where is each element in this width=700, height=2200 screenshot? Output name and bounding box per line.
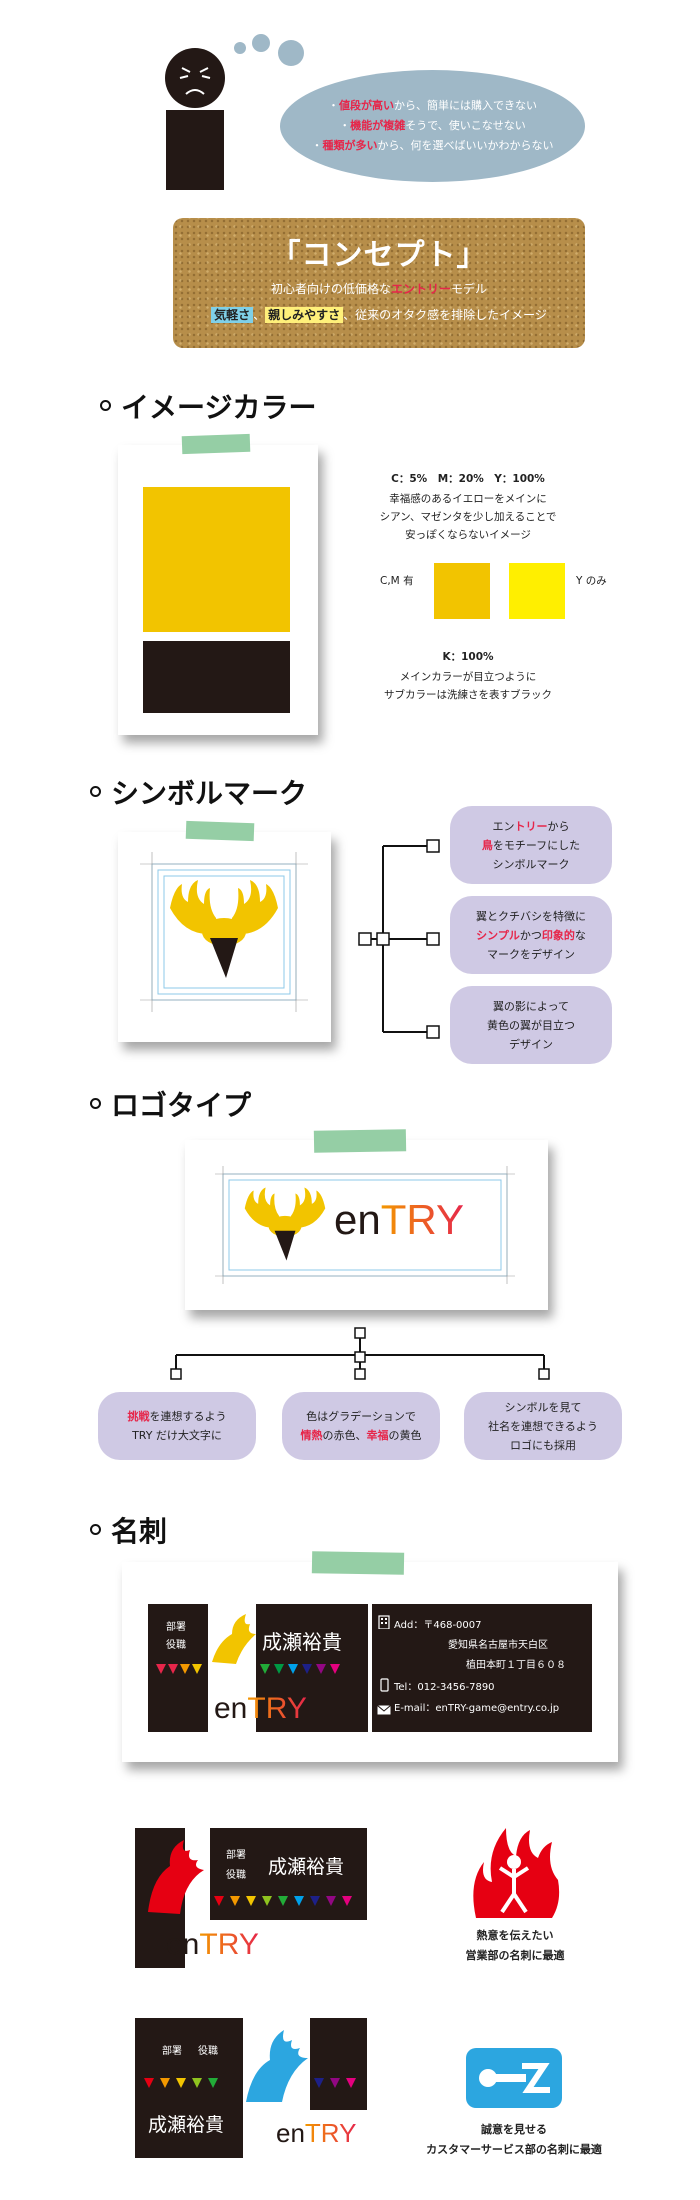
blue-variant-hearts-right <box>312 2076 366 2092</box>
blue-variant-dark-left <box>135 2018 243 2158</box>
symbol-point-3: 翼の影によって 黄色の翼が目立つ デザイン <box>450 986 612 1064</box>
blue-variant-role: 役職 <box>198 2046 218 2057</box>
blue-variant-name: 成瀬裕貴 <box>148 2114 225 2136</box>
concept-line-2: 気軽さ、親しみやすさ、従来のオタク感を排除したイメージ <box>173 306 585 323</box>
blue-variant-caption: 誠意を見せる カスタマーサービス部の名刺に最適 <box>426 2123 602 2156</box>
red-variant-logo-try: TRY <box>199 1928 259 1961</box>
problem-line-3: ・種類が多いから、何を選べばいいかわからない <box>311 139 554 152</box>
meishi-tel: Tel：012-3456-7890 <box>394 1682 495 1693</box>
problem-line-1: ・値段が高いから、簡単には購入できない <box>328 99 537 112</box>
concept-line-1: 初心者向けの低価格なエントリーモデル <box>270 282 488 296</box>
concept-title: 「コンセプト」 <box>270 238 488 273</box>
meishi-address-1: 愛知県名古屋市天白区 <box>448 1640 548 1651</box>
tape <box>311 1551 405 1575</box>
meishi-logo-try: TRY <box>247 1692 307 1725</box>
yellow-description: 幸福感のあるイエローをメインに シアン、マゼンタを少し加えることで 安っぽくなら… <box>379 493 557 541</box>
thought-bubble-medium <box>252 34 270 52</box>
tape <box>181 433 251 455</box>
symbol-point-1: エントリーから 鳥をモチーフにした シンボルマーク <box>450 806 612 884</box>
meishi-back-card <box>372 1604 592 1732</box>
blue-variant-dept: 部署 <box>162 2046 182 2057</box>
red-variant-name: 成瀬裕貴 <box>268 1856 345 1878</box>
logotype-en: en <box>334 1196 381 1243</box>
red-variant-hearts <box>212 1894 362 1910</box>
red-variant-dept: 部署 <box>226 1850 246 1861</box>
symbol-bracket-connector <box>355 836 455 1046</box>
logotype-point-3: シンボルを見て 社名を連想できるよう ロゴにも採用 <box>464 1392 622 1460</box>
logotype-tree-connector <box>160 1325 560 1385</box>
logotype-paper <box>185 1140 548 1310</box>
main-yellow-swatch <box>143 487 290 632</box>
k-value: K：100% <box>442 651 494 663</box>
blue-variant-hearts-left <box>142 2076 242 2092</box>
speech-bubble: ・値段が高いから、簡単には購入できない ・機能が複雑そうで、使いこなせない ・種… <box>280 70 585 182</box>
symbol-mark-frame <box>140 852 308 1012</box>
red-wing-icon <box>140 1838 210 1918</box>
mail-icon <box>377 1700 391 1715</box>
red-variant-dark-right <box>210 1828 367 1920</box>
thought-bubble-small <box>234 42 246 54</box>
red-variant-role: 役職 <box>226 1870 246 1881</box>
logotype-try: TRY <box>380 1196 464 1243</box>
black-description: メインカラーが目立つように サブカラーは洗練さを表すブラック <box>384 671 552 701</box>
concept-board: 「コンセプト」 初心者向けの低価格なエントリーモデル 気軽さ、親しみやすさ、従来… <box>173 218 585 348</box>
logotype-bird-icon <box>240 1186 330 1268</box>
meishi-hearts-right <box>258 1662 362 1678</box>
phone-icon <box>380 1677 389 1692</box>
thought-bubble-large <box>278 40 304 66</box>
thinking-person <box>160 40 230 190</box>
symbol-point-2: 翼とクチバシを特徴に シンプルかつ印象的な マークをデザイン <box>450 896 612 974</box>
problem-line-2: ・機能が複雑そうで、使いこなせない <box>339 119 526 132</box>
pure-yellow-swatch <box>509 563 565 619</box>
section-heading-meishi: 名刺 <box>90 1510 167 1550</box>
meishi-logo: enTRY <box>214 1692 307 1726</box>
logotype-frame <box>215 1166 515 1284</box>
blue-variant-logo: enTRY <box>276 2118 356 2149</box>
cm-yellow-swatch <box>434 563 490 619</box>
blue-variant-dark-right <box>310 2018 367 2110</box>
red-variant-caption: 熱意を伝えたい 営業部の名刺に最適 <box>465 1929 565 1962</box>
meishi-front-bird-icon <box>202 1612 262 1672</box>
red-variant-logo-en: en <box>166 1928 200 1961</box>
passion-fire-icon <box>466 1822 562 1922</box>
meishi-role: 役職 <box>166 1640 186 1651</box>
building-icon <box>378 1614 390 1630</box>
tape <box>185 820 255 842</box>
logotype-point-1: 挑戦を連想するよう TRY だけ大文字に <box>98 1392 256 1460</box>
cmyk-values: C：5% M：20% Y：100% <box>391 473 545 485</box>
meishi-name: 成瀬裕貴 <box>262 1630 342 1654</box>
meishi-address-label: Add：〒468-0007 <box>394 1620 482 1631</box>
label-y: Y のみ <box>576 575 607 587</box>
meishi-dept: 部署 <box>166 1622 186 1633</box>
logotype-wordmark: enTRY <box>334 1196 464 1244</box>
meishi-address-2: 植田本町１丁目６０８ <box>466 1660 566 1671</box>
red-variant-logo: enTRY <box>166 1928 259 1962</box>
meishi-hearts-left <box>154 1662 210 1678</box>
blue-variant-logo-try: TRY <box>304 2118 357 2148</box>
meishi-logo-en: en <box>214 1692 248 1725</box>
bird-symbol-icon <box>164 878 284 988</box>
handshake-icon <box>466 2048 562 2108</box>
tape <box>313 1129 407 1153</box>
label-cm: C,M 有 <box>380 575 414 587</box>
section-heading-logotype: ロゴタイプ <box>90 1084 251 1124</box>
logotype-point-2: 色はグラデーションで 情熱の赤色、幸福の黄色 <box>282 1392 440 1460</box>
black-swatch <box>143 641 290 713</box>
blue-wing-icon <box>240 2024 312 2104</box>
meishi-email: E-mail：enTRY-game@entry.co.jp <box>394 1703 560 1714</box>
section-heading-image-color: イメージカラー <box>100 386 316 426</box>
section-heading-symbol: シンボルマーク <box>90 772 307 812</box>
blue-variant-logo-en: en <box>276 2118 305 2148</box>
